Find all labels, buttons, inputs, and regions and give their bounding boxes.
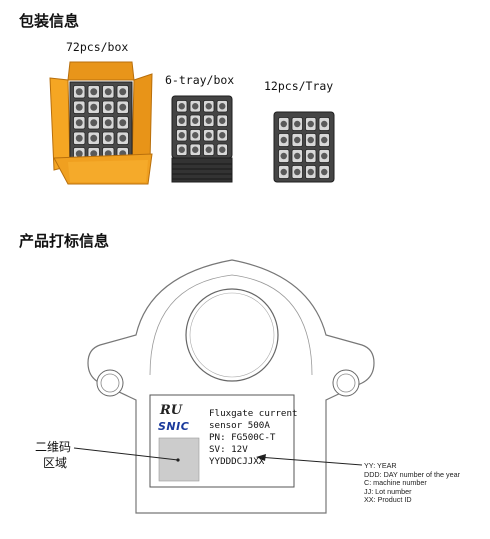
tray-cell-hole xyxy=(75,150,83,158)
label-date-code: YYDDDCJJXX xyxy=(209,456,265,467)
tray-cell-hole xyxy=(90,88,98,96)
qr-area-label: 二维码 区域 xyxy=(35,439,71,471)
qr-area-label-line-1: 二维码 xyxy=(35,440,72,454)
tray-cell-hole xyxy=(280,152,287,160)
tray-cell-hole xyxy=(104,88,112,96)
tray-cell-hole xyxy=(294,152,301,160)
tray-cell-hole xyxy=(321,152,328,160)
tray-cell-hole xyxy=(104,103,112,111)
legend-item: JJ: Lot number xyxy=(364,486,412,496)
tray-image xyxy=(273,111,335,183)
tray-cell-hole xyxy=(75,88,83,96)
tray-cell-hole xyxy=(90,119,98,127)
packaging-title: 包装信息 xyxy=(19,12,80,30)
legend-item: YY: YEAR xyxy=(364,461,397,470)
label-part-number: PN: FG500C-T xyxy=(209,432,276,443)
tray-cell-hole xyxy=(119,103,127,111)
tray-cell-hole xyxy=(75,103,83,111)
tray-cell-hole xyxy=(75,134,83,142)
tray-cell-hole xyxy=(321,136,328,144)
box-image xyxy=(49,61,153,185)
tray-cell-hole xyxy=(192,103,199,110)
tray-cell-hole xyxy=(280,120,287,128)
box-label: 72pcs/box xyxy=(66,40,129,54)
tray-cell-hole xyxy=(307,168,314,176)
tray-cell-hole xyxy=(307,152,314,160)
tray-cell-hole xyxy=(178,132,185,139)
tray-cell-hole xyxy=(205,103,212,110)
tray-cell-hole xyxy=(104,134,112,142)
tray-cell-hole xyxy=(219,117,226,124)
tray-cell-hole xyxy=(104,119,112,127)
tray-cell-hole xyxy=(119,134,127,142)
tray-cell-hole xyxy=(307,136,314,144)
tray-cell-hole xyxy=(178,146,185,153)
six-tray-label: 6-tray/box xyxy=(165,73,235,87)
tray-cell-hole xyxy=(205,146,212,153)
tray-cell-hole xyxy=(280,136,287,144)
tray-cell-hole xyxy=(321,168,328,176)
tray-cell-hole xyxy=(205,132,212,139)
legend-item: XX: Product ID xyxy=(364,495,412,505)
tray-cell-hole xyxy=(219,146,226,153)
brand-logo: SNIC xyxy=(158,420,190,433)
tray-cell-hole xyxy=(321,120,328,128)
tray-cell-hole xyxy=(294,120,301,128)
tray-cell-hole xyxy=(219,103,226,110)
code-legend: YY: YEAR DDD: DAY number of the year C: … xyxy=(364,461,461,505)
tray-cell-hole xyxy=(119,119,127,127)
tray-cell-hole xyxy=(178,117,185,124)
tray-cell-hole xyxy=(294,136,301,144)
tray-cell-hole xyxy=(205,117,212,124)
tray-cell-hole xyxy=(219,132,226,139)
sensor-drawing xyxy=(73,259,375,514)
legend-item: DDD: DAY number of the year xyxy=(364,469,461,479)
tray-cell-hole xyxy=(90,103,98,111)
tray-cell-hole xyxy=(90,134,98,142)
label-line-2: sensor 500A xyxy=(209,420,270,431)
qr-area-label-line-2: 区域 xyxy=(43,456,68,470)
tray-cell-hole xyxy=(75,119,83,127)
tray-cell-hole xyxy=(280,168,287,176)
tray-cell-hole xyxy=(178,103,185,110)
tray-cell-hole xyxy=(192,117,199,124)
label-line-1: Fluxgate current xyxy=(209,408,298,419)
tray-cell-hole xyxy=(192,146,199,153)
marking-title: 产品打标信息 xyxy=(19,232,110,250)
label-supply-voltage: SV: 12V xyxy=(209,444,248,455)
tray-cell-hole xyxy=(294,168,301,176)
certification-mark: RU xyxy=(160,403,183,418)
tray-cell-hole xyxy=(192,132,199,139)
legend-item: C: machine number xyxy=(364,478,427,488)
tray-cell-hole xyxy=(90,150,98,158)
tray-label: 12pcs/Tray xyxy=(264,79,334,93)
tray-cell-hole xyxy=(119,88,127,96)
tray-cell-hole xyxy=(307,120,314,128)
six-tray-stack-image xyxy=(171,95,233,183)
